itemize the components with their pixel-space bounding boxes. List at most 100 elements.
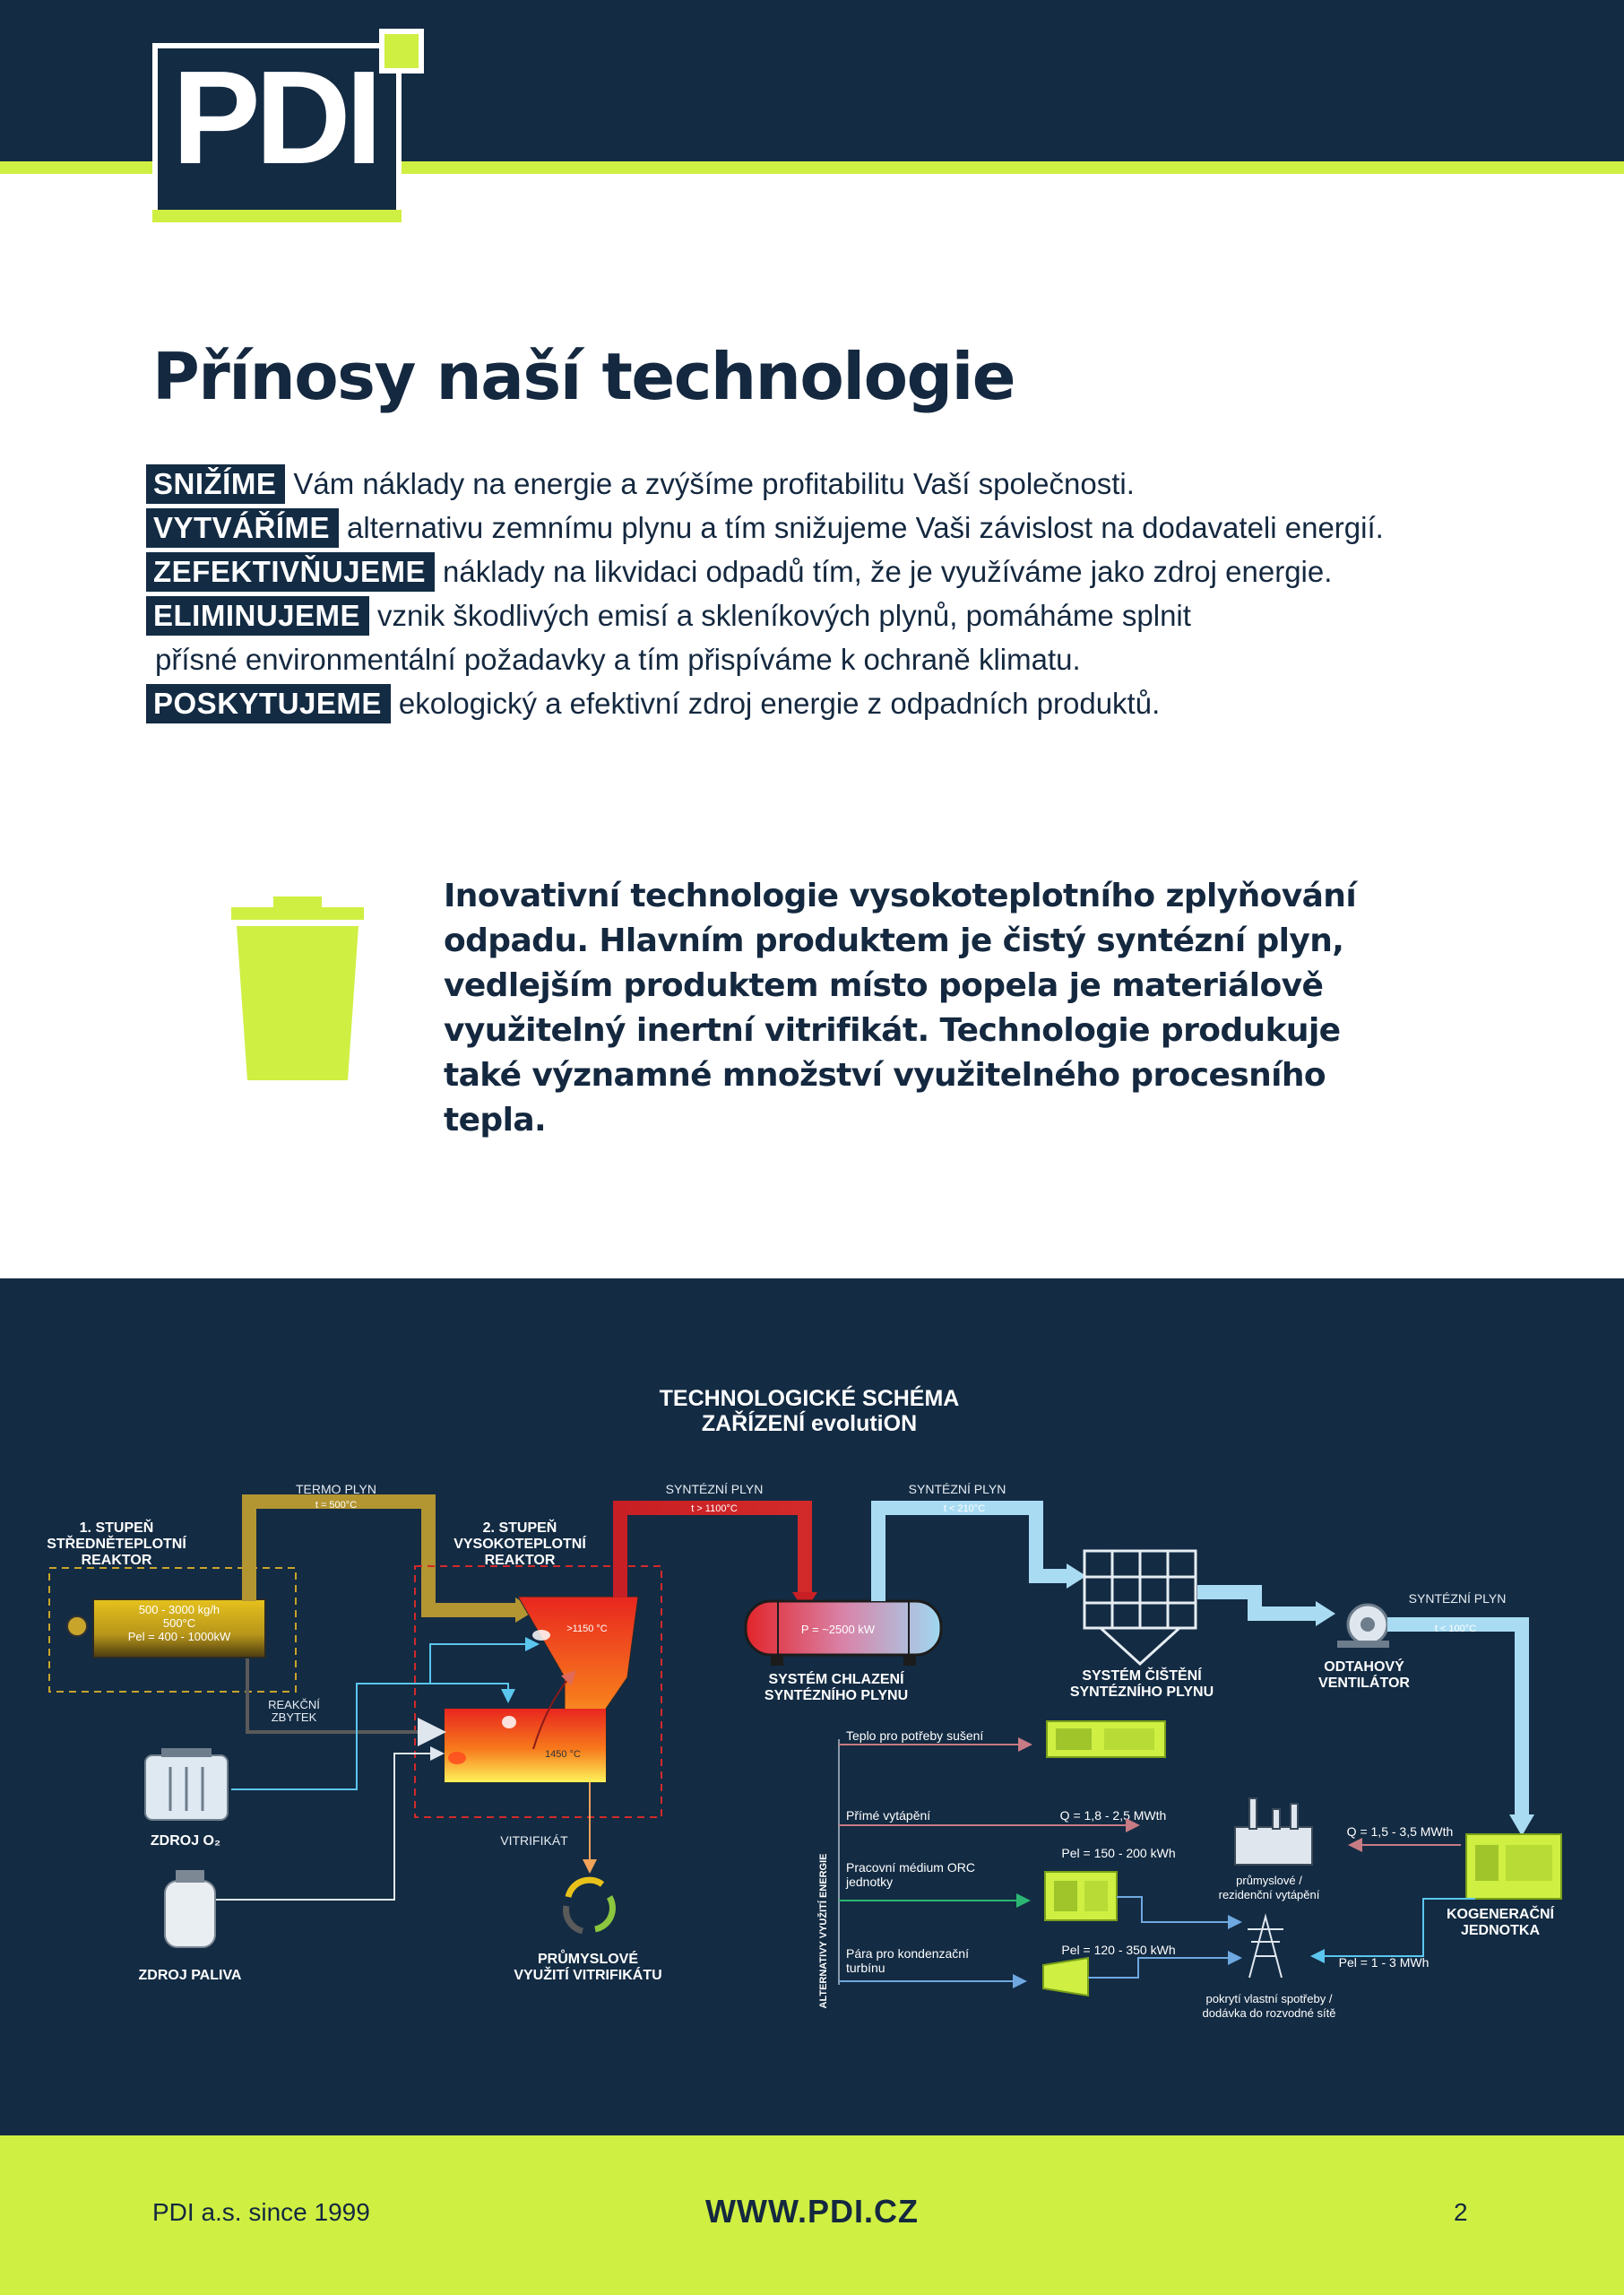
benefit-text: vznik škodlivých emisí a skleníkových pl…	[377, 598, 1191, 632]
steam-pel: Pel = 120 - 350 kWh	[1061, 1943, 1175, 1957]
benefit-item: SNIŽÍME Vám náklady na energie a zvýšíme…	[146, 462, 1544, 506]
stage1-boundary	[48, 1567, 297, 1693]
syngas-final-pipe	[1387, 1617, 1529, 1816]
turbine-icon	[1042, 1956, 1089, 1997]
cleaning-label: SYNTÉZNÍHO PLYNU	[1070, 1683, 1214, 1700]
syngas-cool-pipe	[871, 1501, 1070, 1601]
termo-gas-label: TERMO PLYN	[296, 1482, 376, 1496]
cleaning-label: SYSTÉM ČIŠTĚNÍ	[1082, 1667, 1202, 1684]
burner-flame	[532, 1630, 550, 1641]
factory-icon	[1234, 1797, 1313, 1866]
scheme-subtitle: ZAŘÍZENÍ evolutiON	[702, 1409, 917, 1436]
stage2-label: 2. STUPEŇ	[483, 1519, 557, 1536]
fuel-source-label: ZDROJ PALIVA	[139, 1968, 242, 1983]
chp-power-line	[1310, 1898, 1475, 1963]
syngas-hot-temp: t > 1100°C	[691, 1503, 738, 1514]
intro-paragraph: Inovativní technologie vysokoteplotního …	[444, 874, 1430, 1143]
benefit-keyword: ELIMINUJEME	[146, 595, 370, 636]
benefit-item: POSKYTUJEME ekologický a efektivní zdroj…	[146, 681, 1544, 725]
benefit-text: přísné environmentální požadavky a tím p…	[155, 642, 1081, 676]
orc-label: Pracovní médium ORC	[846, 1860, 975, 1875]
benefit-text: Vám náklady na energie a zvýšíme profita…	[293, 466, 1135, 500]
chp-label: JEDNOTKA	[1461, 1923, 1540, 1938]
intro-line: využitelný inertní vitrifikát. Technolog…	[444, 1012, 1341, 1049]
stage2-label: REAKTOR	[485, 1553, 556, 1568]
industrial-heating-label: rezidenční vytápění	[1219, 1888, 1320, 1901]
reactor-flow-curve	[532, 1670, 576, 1750]
power-pylon-icon	[1248, 1913, 1283, 1979]
oxygen-line	[429, 1637, 540, 1684]
cooling-system-icon	[744, 1599, 943, 1657]
fuel-line	[213, 1746, 445, 1901]
technology-scheme: TECHNOLOGICKÉ SCHÉMA ZAŘÍZENÍ evolutiON …	[0, 1278, 1624, 2135]
logo-square	[379, 29, 424, 74]
grid-label: dodávka do rozvodné sítě	[1203, 2006, 1336, 2020]
direct-heating-q: Q = 1,8 - 2,5 MWth	[1060, 1808, 1167, 1823]
intro-line: také významné množství využitelného proc…	[444, 1057, 1326, 1139]
recycle-icon	[563, 1876, 616, 1935]
fan-label: VENTILÁTOR	[1318, 1674, 1410, 1691]
page-number: 2	[1454, 2198, 1468, 2226]
header-accent-stripe	[0, 161, 1624, 174]
stage1-label: 1. STUPEŇ	[80, 1519, 154, 1536]
chp-power-pel: Pel = 1 - 3 MWh	[1339, 1955, 1430, 1970]
syngas-final-temp: t < 100°C	[1435, 1624, 1476, 1634]
orc-power-line	[1117, 1896, 1242, 1929]
logo-text: PDI	[172, 44, 383, 192]
burner-flame	[448, 1752, 466, 1764]
syngas-to-fan-pipe	[1197, 1585, 1319, 1621]
stage1-reactor	[92, 1598, 266, 1658]
stage1-motor	[66, 1615, 88, 1637]
waste-bin-icon	[231, 896, 364, 1080]
syngas-cool-temp: t < 210°C	[944, 1503, 985, 1514]
oxygen-line	[231, 1683, 515, 1790]
benefit-item: ZEFEKTIVŇUJEME náklady na likvidaci odpa…	[146, 550, 1544, 593]
direct-heating-label: Přímé vytápění	[846, 1808, 930, 1823]
intro-line: vedlejším produktem místo popela je mate…	[444, 967, 1324, 1004]
residue-label: REAKČNÍ	[268, 1698, 320, 1711]
oxygen-source-label: ZDROJ O₂	[151, 1833, 220, 1849]
turbine-power-line	[1088, 1951, 1242, 1979]
benefit-keyword: SNIŽÍME	[146, 463, 286, 504]
termo-gas-temp: t = 500°C	[315, 1500, 357, 1511]
cooling-power: P = ~2500 kW	[801, 1623, 876, 1636]
reactor-temp-top: >1150 °C	[566, 1624, 608, 1634]
grid-label: pokrytí vlastní spotřeby /	[1206, 1992, 1333, 2005]
benefit-keyword: VYTVÁŘÍME	[146, 507, 340, 548]
syngas-hot-label: SYNTÉZNÍ PLYN	[666, 1482, 764, 1496]
syngas-final-label: SYNTÉZNÍ PLYN	[1409, 1591, 1507, 1606]
steam-label: Pára pro kondenzační	[846, 1946, 969, 1961]
cooling-label: SYSTÉM CHLAZENÍ	[768, 1670, 904, 1687]
chp-label: KOGENERAČNÍ	[1447, 1905, 1555, 1922]
logo-underline	[152, 210, 402, 222]
stage1-spec: Pel = 400 - 1000kW	[128, 1630, 231, 1643]
burner-flame	[502, 1716, 516, 1728]
stage2-boundary	[414, 1565, 662, 1818]
cooling-label: SYNTÉZNÍHO PLYNU	[764, 1686, 908, 1703]
stage2-label: VYSOKOTEPLOTNÍ	[454, 1535, 586, 1552]
reactor-lower-chamber	[445, 1709, 606, 1782]
syngas-cool-arrow	[1067, 1563, 1086, 1589]
stage1-label: REAKTOR	[82, 1553, 152, 1568]
steam-label: turbínu	[846, 1961, 885, 1975]
footer-company: PDI a.s. since 1999	[152, 2198, 370, 2226]
vitrifikat-label: VITRIFIKÁT	[500, 1833, 568, 1848]
footer-website-link[interactable]: WWW.PDI.CZ	[705, 2193, 919, 2230]
scheme-title: TECHNOLOGICKÉ SCHÉMA	[660, 1385, 960, 1411]
alternatives-label: ALTERNATIVY VYUŽITÍ ENERGIE	[817, 1854, 829, 2009]
fan-label: ODTAHOVÝ	[1324, 1658, 1404, 1675]
stage1-spec: 500°C	[163, 1616, 195, 1630]
stage1-spec: 500 - 3000 kg/h	[139, 1603, 220, 1616]
orc-unit-icon	[1044, 1871, 1118, 1921]
benefit-text: náklady na likvidaci odpadů tím, že je v…	[443, 554, 1333, 588]
cleaning-system-icon	[1083, 1549, 1197, 1667]
benefit-keyword: ZEFEKTIVŇUJEME	[146, 551, 436, 592]
benefit-continuation: přísné environmentální požadavky a tím p…	[146, 637, 1544, 681]
vitrifikat-use-label: PRŮMYSLOVÉ	[538, 1949, 638, 1967]
footer: PDI a.s. since 1999 WWW.PDI.CZ 2	[0, 2135, 1624, 2295]
intro-line: Inovativní technologie vysokoteplotního …	[444, 878, 1357, 914]
fuel-source-icon	[164, 1880, 216, 1948]
page-title: Přínosy naší technologie	[152, 339, 1016, 414]
benefit-text: alternativu zemnímu plynu a tím snižujem…	[347, 510, 1384, 544]
reactor-temp-bottom: 1450 °C	[545, 1749, 581, 1760]
